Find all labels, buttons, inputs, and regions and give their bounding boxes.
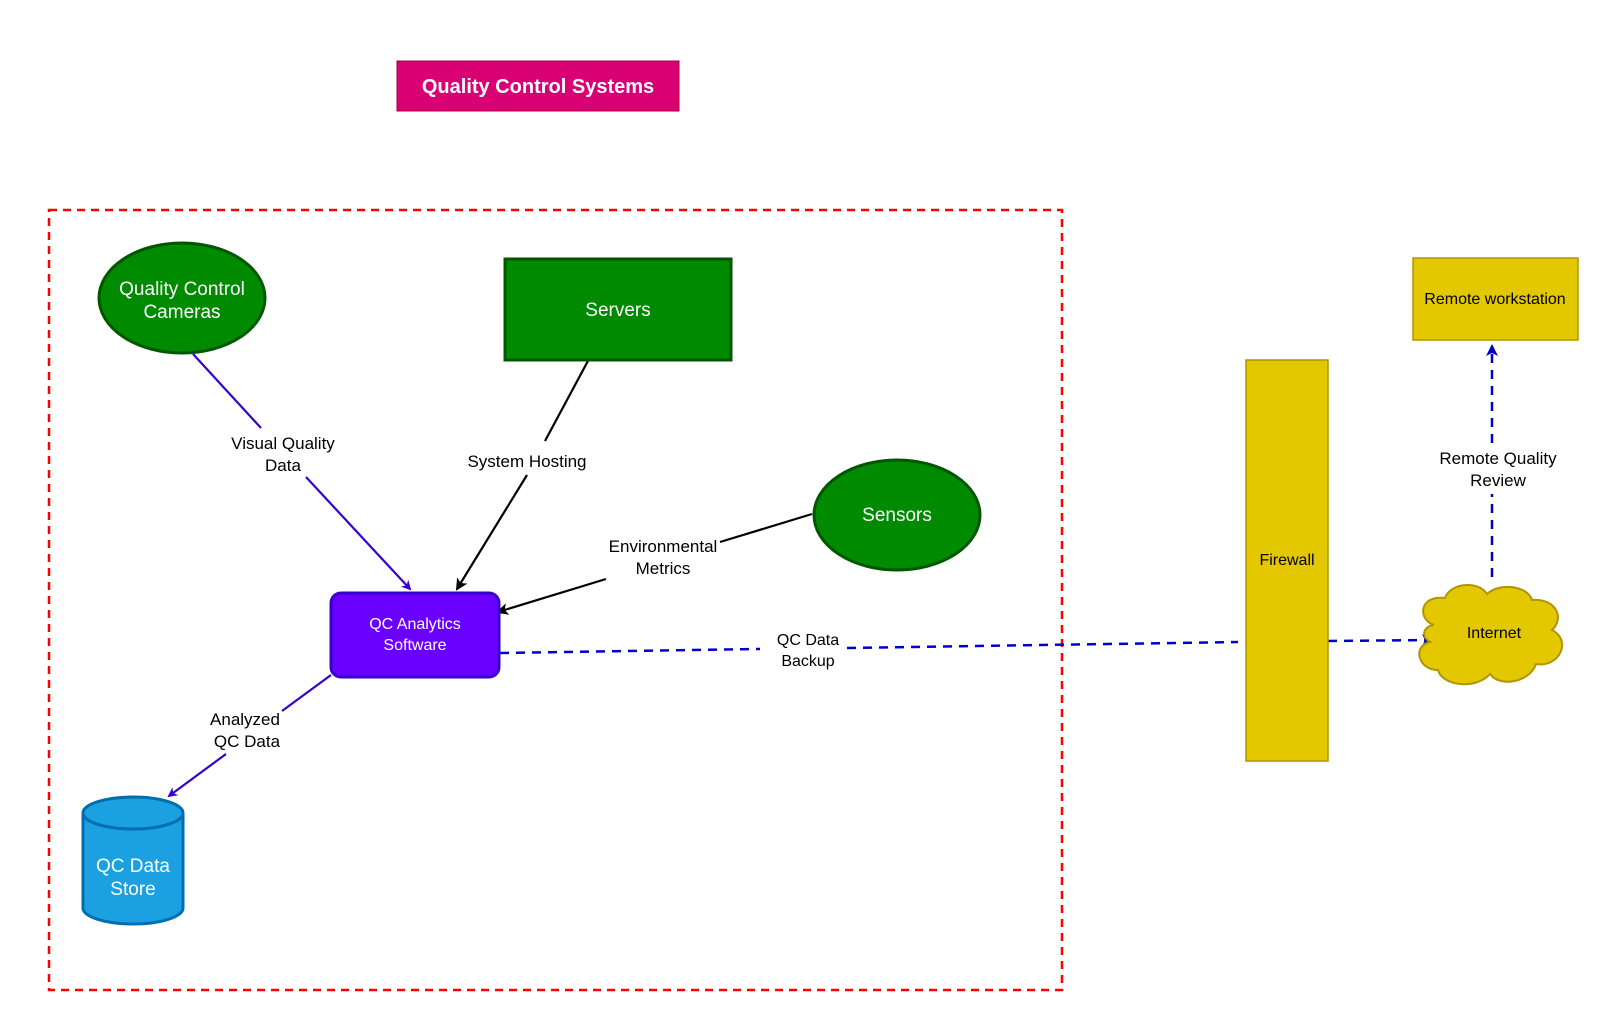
node-label-remote-workstation: Remote workstation bbox=[1424, 291, 1565, 308]
edge-remote-quality-review: Remote Quality Review bbox=[1439, 344, 1557, 577]
edge-label-environmental-line1: Environmental bbox=[609, 537, 718, 556]
node-label-qc-software-line2: Software bbox=[383, 637, 446, 654]
on-premise-boundary bbox=[47, 208, 1064, 992]
node-label-internet: Internet bbox=[1467, 625, 1522, 642]
edge-label-environmental-line2: Metrics bbox=[636, 559, 691, 578]
edge-environmental-metrics: Environmental Metrics bbox=[496, 512, 813, 615]
node-label-firewall: Firewall bbox=[1259, 552, 1314, 569]
edge-label-remote-review-line2: Review bbox=[1470, 471, 1526, 490]
node-sensors[interactable]: Sensors bbox=[812, 458, 982, 572]
edge-label-remote-review-line1: Remote Quality bbox=[1439, 449, 1557, 468]
edge-visual-quality-data: Visual Quality Data bbox=[192, 353, 412, 591]
node-label-data-store-line2: Store bbox=[110, 879, 155, 900]
node-qc-data-store[interactable]: QC Data Store bbox=[81, 795, 185, 926]
edge-label-visual-quality-line2: Data bbox=[265, 456, 301, 475]
edge-qc-data-backup: QC Data Backup bbox=[499, 632, 1434, 670]
node-label-data-store-line1: QC Data bbox=[96, 856, 170, 877]
node-remote-workstation[interactable]: Remote workstation bbox=[1412, 257, 1579, 341]
node-servers[interactable]: Servers bbox=[503, 257, 733, 362]
title-text: Quality Control Systems bbox=[422, 76, 654, 98]
edge-label-backup-line1: QC Data bbox=[777, 632, 839, 649]
node-label-cameras-line1: Quality Control bbox=[119, 279, 245, 300]
edge-label-analyzed-line2: QC Data bbox=[214, 732, 281, 751]
node-label-qc-software-line1: QC Analytics bbox=[369, 616, 461, 633]
edge-label-backup-line2: Backup bbox=[781, 653, 834, 670]
edge-label-visual-quality-line1: Visual Quality bbox=[231, 434, 335, 453]
title-box: Quality Control Systems bbox=[396, 60, 680, 112]
node-quality-control-cameras[interactable]: Quality Control Cameras bbox=[97, 241, 267, 355]
node-label-sensors: Sensors bbox=[862, 505, 932, 526]
edge-label-system-hosting: System Hosting bbox=[467, 452, 586, 471]
node-qc-analytics-software[interactable]: QC Analytics Software bbox=[329, 591, 501, 679]
node-label-servers: Servers bbox=[585, 300, 650, 321]
edge-system-hosting: System Hosting bbox=[455, 358, 590, 591]
node-firewall[interactable]: Firewall bbox=[1245, 359, 1329, 762]
edge-analyzed-qc-data: Analyzed QC Data bbox=[167, 674, 332, 798]
node-internet[interactable]: Internet bbox=[1418, 584, 1564, 686]
edge-label-analyzed-line1: Analyzed bbox=[210, 710, 280, 729]
node-label-cameras-line2: Cameras bbox=[143, 302, 220, 323]
